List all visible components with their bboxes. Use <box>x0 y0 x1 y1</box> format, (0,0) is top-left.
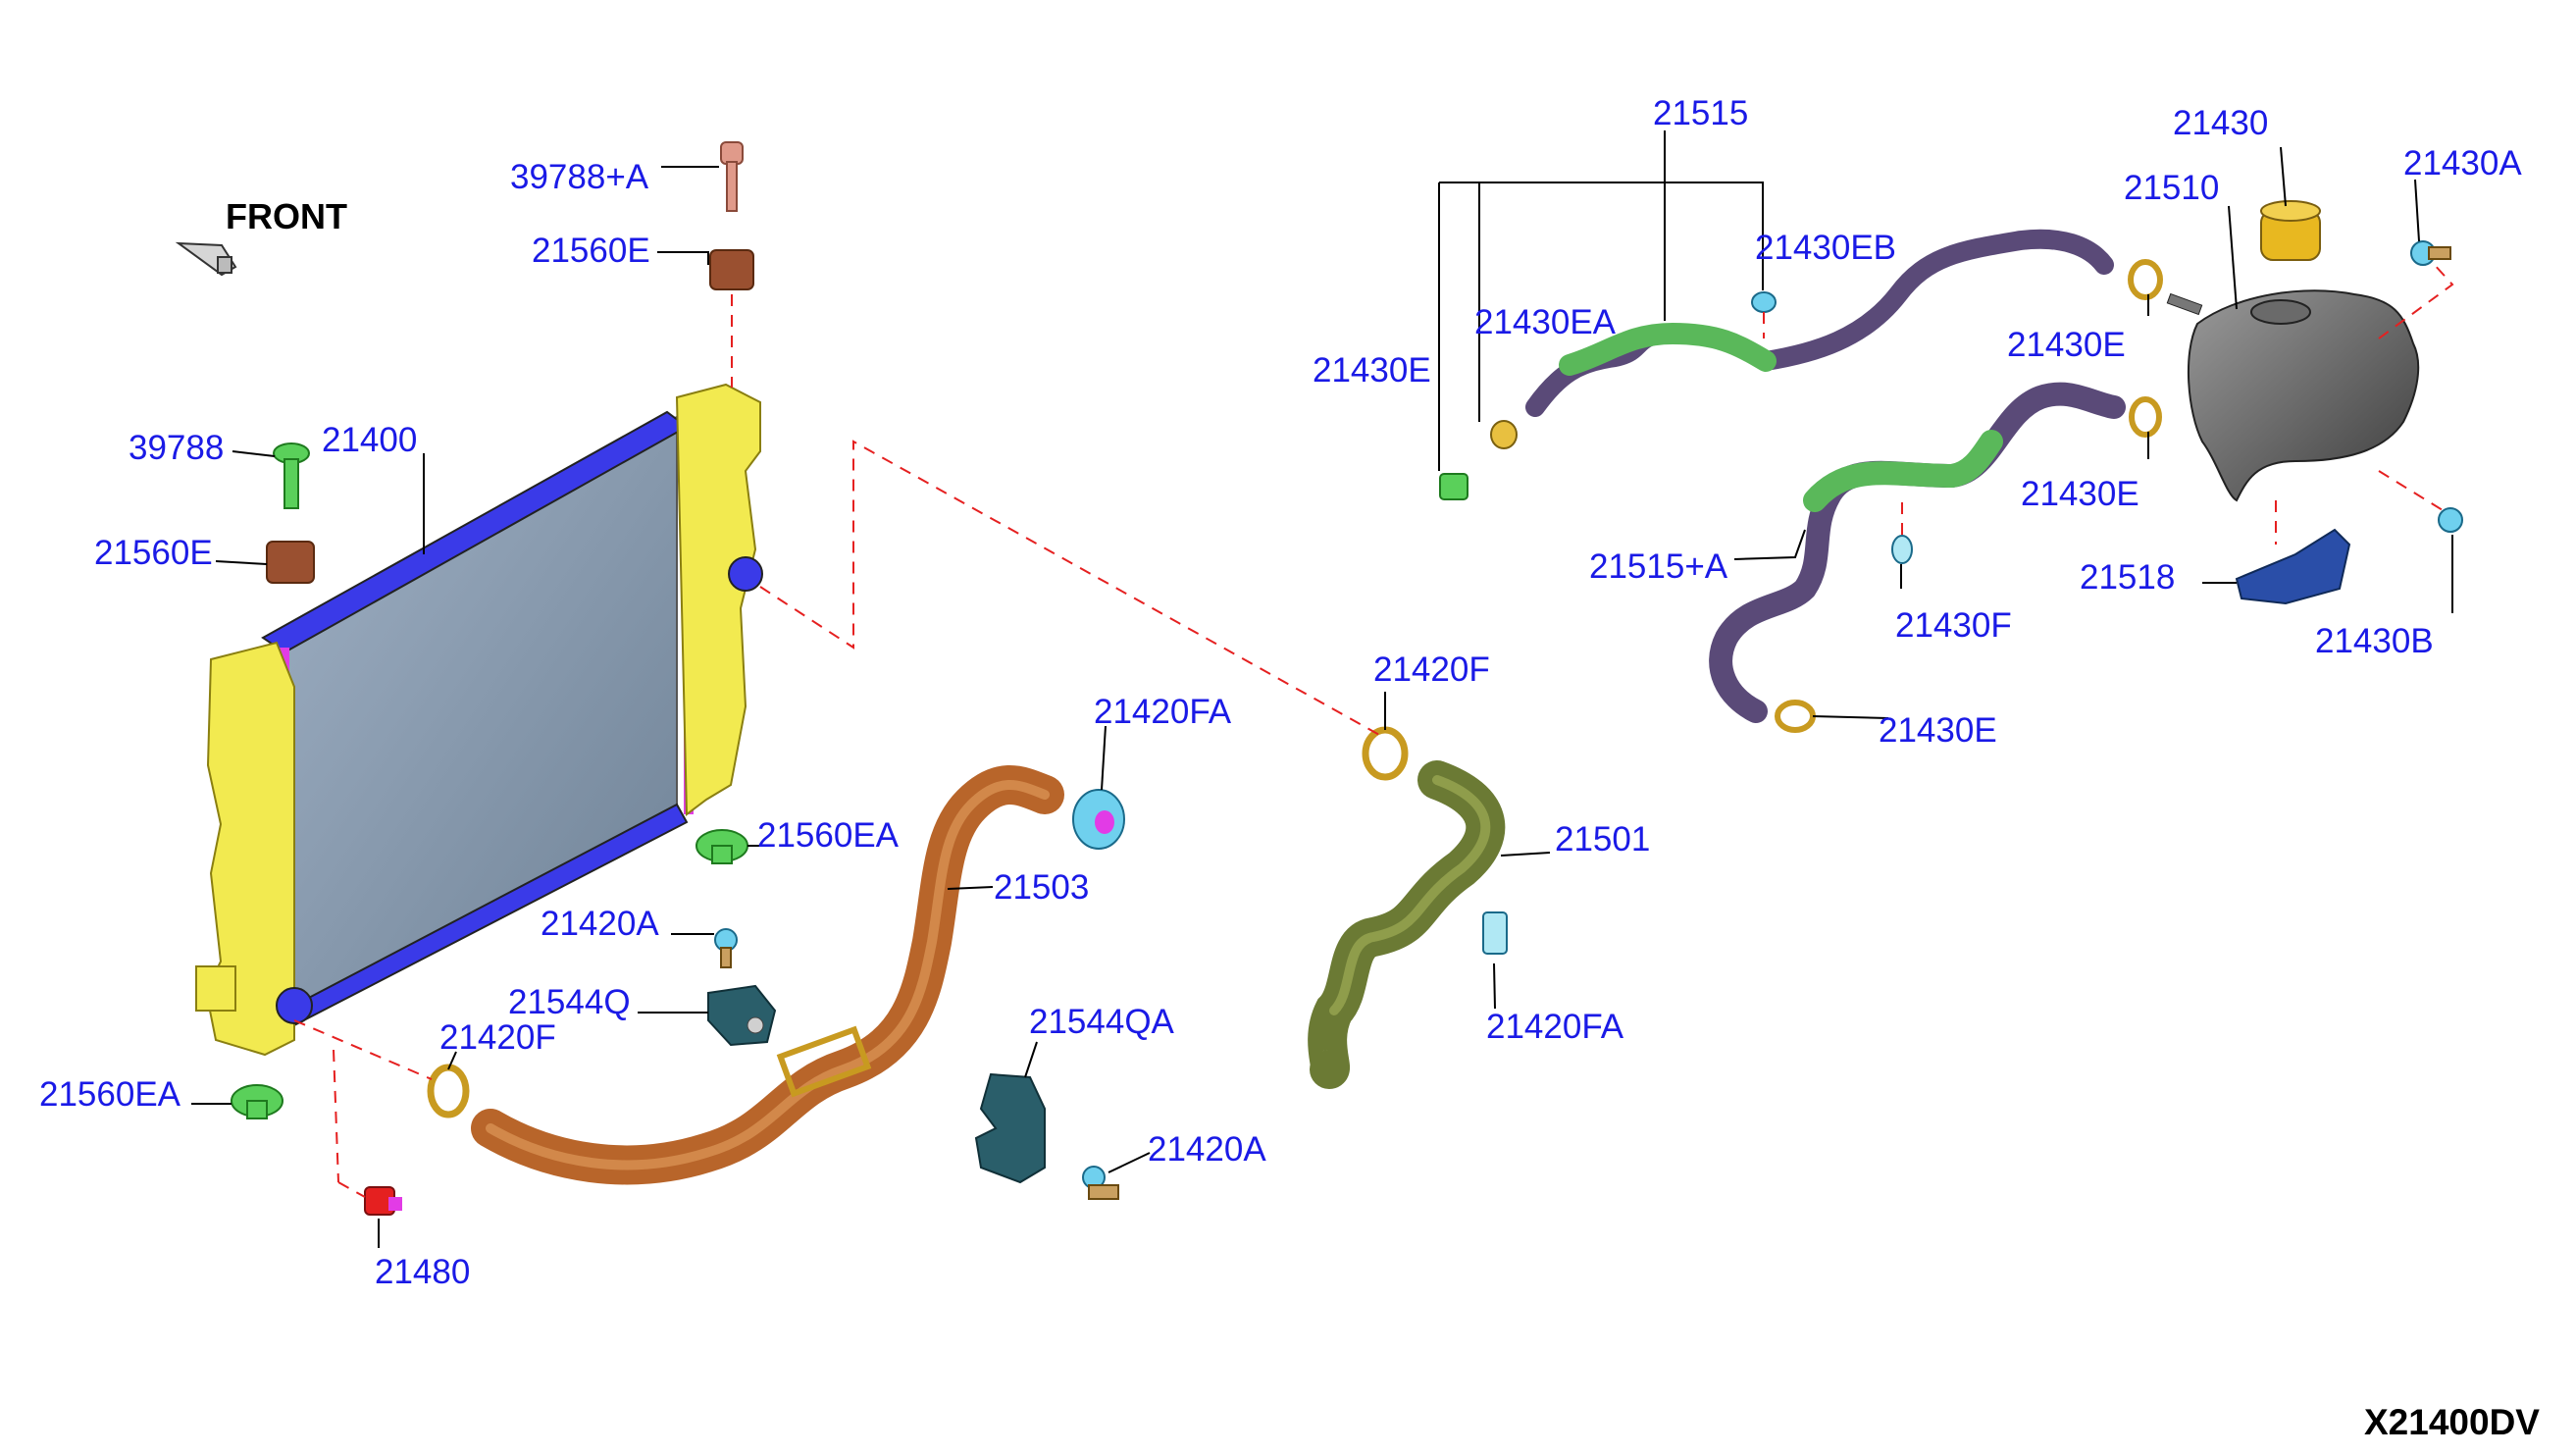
front-arrow-icon <box>175 241 237 277</box>
callout-21560e-left: 21560E <box>94 534 213 572</box>
callout-21515: 21515 <box>1653 94 1748 132</box>
clamp-21430e-mid <box>2129 396 2162 438</box>
callout-21544qa: 21544QA <box>1029 1003 1175 1041</box>
fitting-21430e-left <box>1439 473 1468 500</box>
callout-21430f: 21430F <box>1895 606 2012 645</box>
hose-21515-a-green-section <box>1803 430 2003 512</box>
callout-21420a-upper: 21420A <box>541 905 659 943</box>
bracket-21518 <box>2235 528 2351 605</box>
callout-21430a: 21430A <box>2403 144 2522 182</box>
callout-21430b: 21430B <box>2315 622 2434 660</box>
clamp-21430e-bottom <box>1775 700 1816 733</box>
callout-21420f-lower: 21420F <box>439 1018 556 1057</box>
bolt-21420a-upper <box>714 928 738 968</box>
callout-21430e-mid: 21430E <box>2021 475 2139 513</box>
reservoir-cap-21430 <box>2260 200 2321 261</box>
clamp-21420fa-hose <box>1072 789 1125 850</box>
bolt-21430b <box>2438 507 2463 533</box>
callout-21501: 21501 <box>1555 820 1650 858</box>
hose-21515-green-section <box>1559 322 1777 376</box>
radiator-right-tank <box>675 383 761 816</box>
hose-21503-band <box>776 1025 872 1098</box>
clamp-21420f-upper <box>1362 726 1409 781</box>
bolt-21430a <box>2410 240 2451 266</box>
callout-21420fa-hose: 21420FA <box>1094 693 1232 731</box>
callout-21430e-left: 21430E <box>1313 351 1431 390</box>
clip-21420fa-upper <box>1482 911 1508 955</box>
callout-21430e-bottom: 21430E <box>1879 711 1997 750</box>
callout-21560ea-left: 21560EA <box>39 1075 181 1114</box>
callout-21430eb: 21430EB <box>1755 229 1896 267</box>
callout-21400: 21400 <box>322 421 417 459</box>
callout-21430e-top: 21430E <box>2007 326 2126 364</box>
clip-21430f <box>1891 535 1913 564</box>
bolt-21420a-lower <box>1082 1166 1119 1200</box>
mount-21560e-top <box>709 249 754 290</box>
diagram-code: X21400DV <box>2364 1402 2540 1442</box>
callout-21420f-upper: 21420F <box>1373 650 1490 689</box>
callout-21544q: 21544Q <box>508 983 631 1021</box>
bolt-39788-a <box>720 141 744 212</box>
callout-21560ea-right: 21560EA <box>757 816 900 855</box>
callout-39788: 39788 <box>129 429 224 467</box>
radiator <box>195 383 763 1057</box>
mount-21560e-left <box>266 541 315 584</box>
bracket-21544qa <box>974 1072 1046 1184</box>
callout-21480: 21480 <box>375 1253 470 1291</box>
callout-21510: 21510 <box>2124 169 2219 207</box>
hose-21515-a <box>1709 382 2126 723</box>
bracket-21544q <box>707 984 777 1047</box>
reservoir-tank <box>2166 289 2420 502</box>
callout-21420a-lower: 21420A <box>1148 1130 1266 1169</box>
front-label: FRONT <box>226 196 347 236</box>
clamp-21430eb <box>1751 291 1777 313</box>
clamp-21420f-lower <box>427 1064 470 1118</box>
assembly-lines <box>293 262 2454 1198</box>
callout-21420fa-upper: 21420FA <box>1486 1008 1624 1046</box>
callout-39788-a: 39788+A <box>510 158 649 196</box>
radiator-left-tank-bracket <box>195 965 236 1012</box>
callout-21430: 21430 <box>2173 104 2268 142</box>
callout-21503: 21503 <box>994 868 1089 907</box>
drain-plug-21480 <box>364 1186 402 1216</box>
radiator-lower-outlet <box>276 987 313 1024</box>
callout-21430ea: 21430EA <box>1474 303 1617 341</box>
callout-21518: 21518 <box>2080 558 2175 597</box>
mount-21560ea-right <box>696 829 748 864</box>
pin-39788 <box>273 442 310 509</box>
clamp-21430e-top <box>2128 259 2163 300</box>
radiator-upper-inlet <box>728 556 763 592</box>
leader-lines <box>191 130 2453 1248</box>
clamp-21430ea <box>1490 420 1518 449</box>
radiator-left-tank <box>204 641 295 1057</box>
callout-21560e-top: 21560E <box>532 232 650 270</box>
mount-21560ea-left <box>231 1084 283 1119</box>
callout-21515-a: 21515+A <box>1589 547 1728 586</box>
